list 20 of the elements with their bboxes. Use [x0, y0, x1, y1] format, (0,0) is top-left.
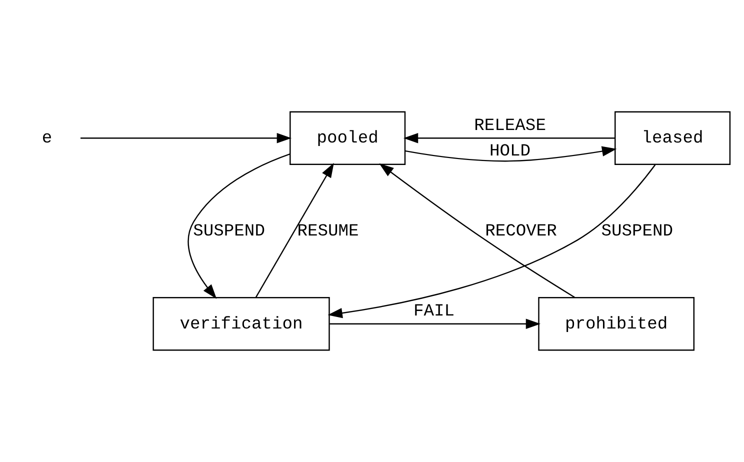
edge-label: RECOVER: [485, 222, 557, 242]
arrow: [403, 133, 615, 144]
arrow: [328, 164, 656, 318]
arrow: [255, 162, 334, 298]
edge-label: RESUME: [297, 222, 359, 242]
edge-label: RELEASE: [474, 116, 546, 136]
edge-label: SUSPEND: [601, 222, 674, 242]
node-box: pooled: [290, 111, 406, 166]
arrow: [405, 146, 617, 162]
arrow: [80, 133, 292, 144]
arrow: [379, 163, 575, 298]
node-box: verification: [152, 296, 330, 351]
node-text: e: [42, 130, 52, 149]
arrow: [330, 318, 541, 329]
edge-label: HOLD: [490, 142, 531, 162]
arrow: [188, 154, 290, 299]
edge-label: SUSPEND: [193, 222, 265, 242]
node-box: prohibited: [538, 296, 695, 351]
node-box: leased: [614, 111, 731, 166]
edge-label: FAIL: [413, 302, 455, 322]
